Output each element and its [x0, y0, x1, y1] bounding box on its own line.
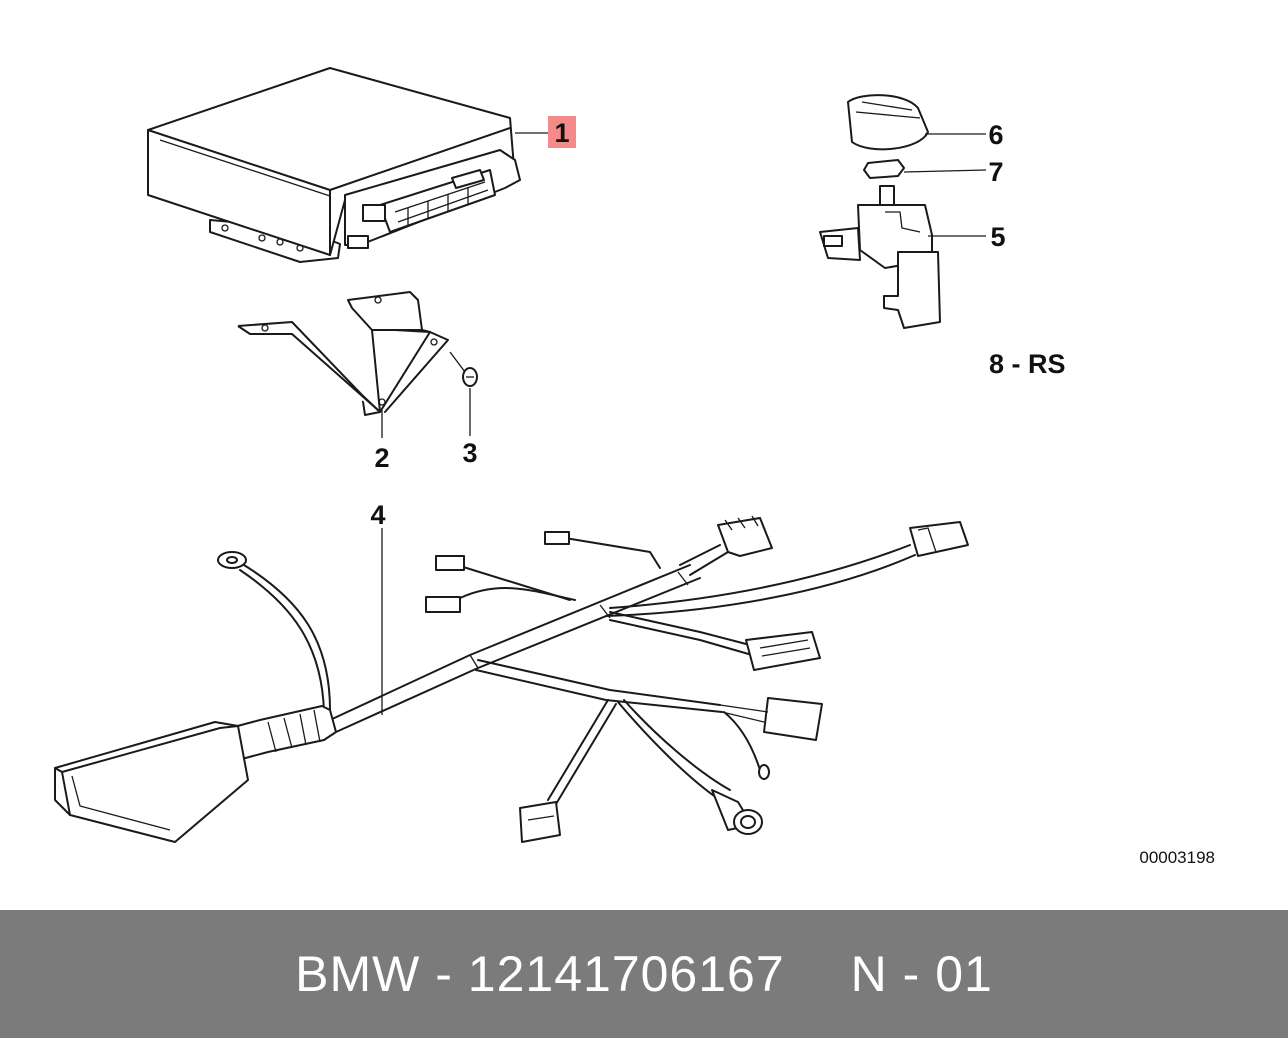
- callout-3: 3: [462, 438, 477, 468]
- callout-5: 5: [990, 222, 1005, 252]
- callout-4: 4: [370, 500, 385, 530]
- callout-1-highlight: [548, 116, 576, 148]
- callout-2: 2: [374, 443, 389, 473]
- switch-drawing: [819, 94, 941, 329]
- screw-drawing: [449, 351, 478, 387]
- bracket-drawing: [237, 291, 449, 416]
- callout-7: 7: [988, 157, 1003, 187]
- callout-6: 6: [988, 120, 1003, 150]
- position-text: N - 01: [850, 946, 993, 1002]
- wiring-harness-drawing: [54, 515, 969, 843]
- control-unit-drawing: [147, 67, 521, 263]
- callout-1: 1: [554, 118, 569, 148]
- part-number-text: BMW - 12141706167: [295, 946, 785, 1002]
- part-number-footer: BMW - 12141706167 N - 01: [0, 910, 1288, 1038]
- reference-number: 00003198: [1139, 848, 1215, 867]
- leader-lines: [381, 132, 987, 715]
- parts-diagram: 1 2 3 4 5 6 7 8 - RS 00003198: [54, 67, 1215, 867]
- callout-8-rs: 8 - RS: [989, 349, 1066, 379]
